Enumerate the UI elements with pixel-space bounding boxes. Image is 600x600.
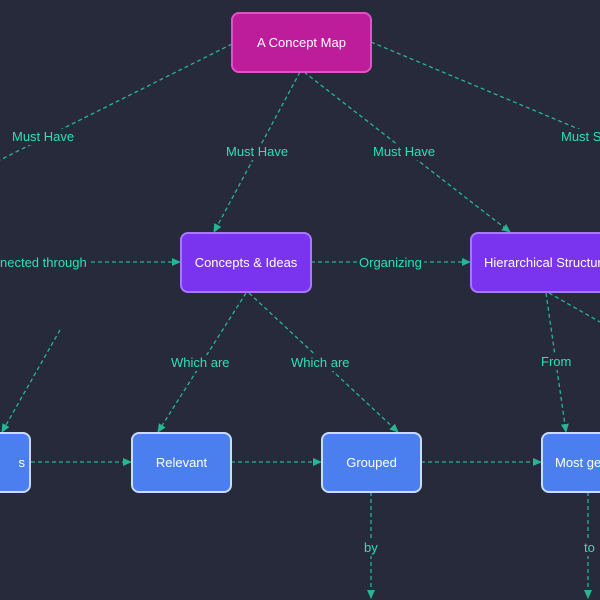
edge-root-to-right <box>370 41 600 139</box>
edge-label-must-have-right: Must Have <box>371 144 438 160</box>
edge-concepts-to-left <box>1 329 61 433</box>
node-most-general-label: Most general <box>555 455 600 470</box>
node-left-partial-label: s <box>18 455 26 470</box>
edge-label-which-are-2: Which are <box>289 355 352 371</box>
node-concepts-ideas-label: Concepts & Ideas <box>194 255 298 270</box>
edge-label-by: by <box>362 540 380 556</box>
edge-label-from: From <box>539 354 574 370</box>
node-hierarchical-structure-label: Hierarchical Structure <box>484 255 600 270</box>
edge-hierarchical-to-right <box>548 292 600 323</box>
node-hierarchical-structure[interactable]: Hierarchical Structure <box>470 232 600 293</box>
edge-label-must-have-left: Must Have <box>10 129 77 145</box>
edge-label-which-are-1: Which are <box>169 355 232 371</box>
edge-label-to: to <box>582 540 597 556</box>
edge-root-to-concepts <box>213 71 301 233</box>
edge-root-to-left <box>0 43 233 161</box>
edge-label-connected-through: nected through <box>0 255 89 271</box>
node-a-concept-map[interactable]: A Concept Map <box>231 12 372 73</box>
edge-root-to-hierarchical <box>303 71 511 233</box>
node-grouped-label: Grouped <box>346 455 397 470</box>
node-relevant-label: Relevant <box>155 455 208 470</box>
edge-label-must-have-center: Must Have <box>224 144 291 160</box>
node-relevant[interactable]: Relevant <box>131 432 232 493</box>
node-a-concept-map-label: A Concept Map <box>257 35 346 50</box>
edge-label-must-s: Must S <box>559 129 600 145</box>
edge-label-organizing: Organizing <box>357 255 424 271</box>
node-grouped[interactable]: Grouped <box>321 432 422 493</box>
node-concepts-ideas[interactable]: Concepts & Ideas <box>180 232 312 293</box>
node-left-partial[interactable]: s <box>0 432 31 493</box>
node-most-general[interactable]: Most general <box>541 432 600 493</box>
